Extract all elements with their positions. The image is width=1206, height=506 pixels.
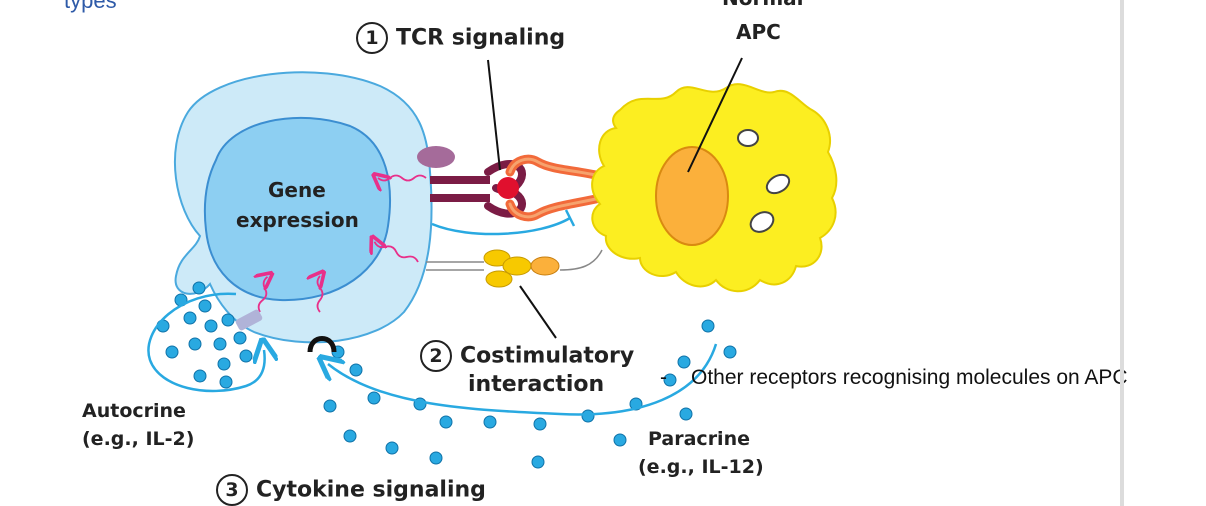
gene-expression-label-line1: Gene bbox=[268, 178, 326, 202]
paracrine-label-line2: (e.g., IL-12) bbox=[638, 456, 764, 478]
caption-dash: - bbox=[660, 366, 667, 389]
autocrine-arrow bbox=[147, 292, 264, 393]
normal-apc-label-line1: Normal bbox=[722, 0, 804, 10]
autocrine-label-line2: (e.g., IL-2) bbox=[82, 428, 195, 450]
costimulatory-molecules bbox=[426, 249, 603, 288]
costimulatory-label: 2 Costimulatory bbox=[420, 340, 634, 372]
cytokine-signaling-label: 3 Cytokine signaling bbox=[216, 474, 486, 506]
step-2-title-line2: interaction bbox=[468, 372, 605, 397]
step-3-number: 3 bbox=[216, 474, 248, 506]
signal-arrows bbox=[258, 176, 427, 313]
autocrine-label-line1: Autocrine bbox=[82, 400, 186, 422]
paracrine-arrow bbox=[328, 343, 718, 416]
bullet-caption: - Other receptors recognising molecules o… bbox=[660, 366, 1128, 390]
caption-text: Other receptors recognising molecules on… bbox=[691, 366, 1128, 389]
autocrine-receptor bbox=[235, 309, 263, 331]
t-cell-nucleus bbox=[203, 116, 391, 302]
paracrine-label-line1: Paracrine bbox=[648, 428, 750, 450]
step-2-number: 2 bbox=[420, 340, 452, 372]
step-2-title-line1: Costimulatory bbox=[460, 343, 635, 369]
apc-nucleus bbox=[655, 146, 729, 246]
step-1-title: TCR signaling bbox=[396, 25, 566, 51]
step-3-title: Cytokine signaling bbox=[256, 477, 486, 503]
tcr-signaling-label: 1 TCR signaling bbox=[356, 22, 565, 54]
normal-apc-label-line2: APC bbox=[736, 20, 781, 44]
antigen-peptide bbox=[497, 177, 519, 199]
heading-fragment: types bbox=[64, 0, 117, 13]
cytokine-dots bbox=[156, 281, 737, 469]
costim-pointer-line bbox=[519, 285, 557, 339]
purple-receptor bbox=[417, 146, 455, 168]
apc-pointer-line bbox=[687, 57, 743, 173]
gene-expression-label-line2: expression bbox=[236, 208, 359, 232]
inhibitory-receptor-line bbox=[431, 216, 571, 236]
cytokine-receptor bbox=[307, 336, 337, 353]
tcr-pointer-line bbox=[487, 59, 501, 171]
mitochondria bbox=[737, 129, 791, 233]
step-1-number: 1 bbox=[356, 22, 388, 54]
slide-edge-divider bbox=[1120, 0, 1124, 506]
